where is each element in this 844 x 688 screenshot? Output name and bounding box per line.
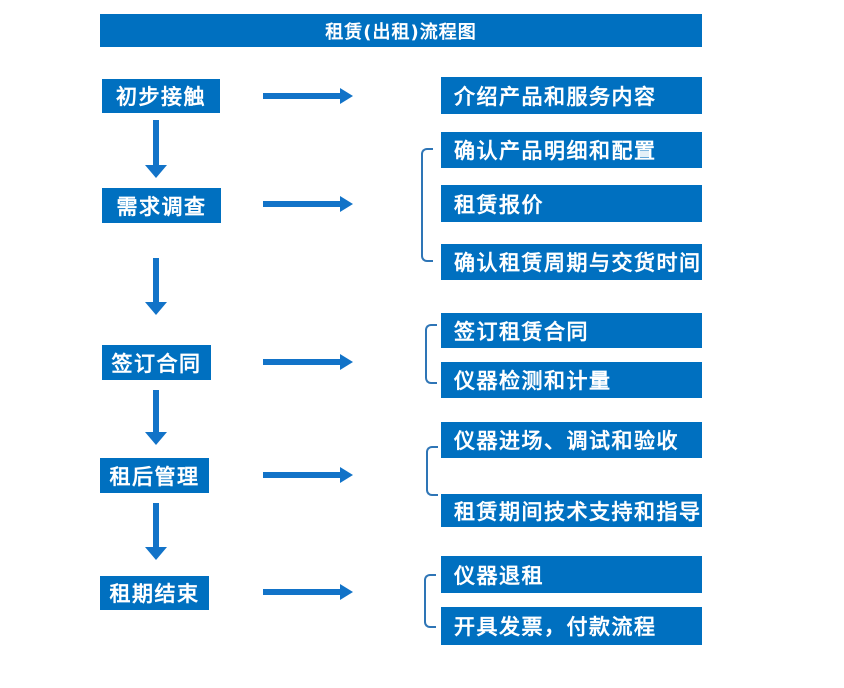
arrow-head-icon — [340, 88, 353, 104]
arrow-shaft — [153, 120, 159, 165]
detail-box-confirm-product-details: 确认产品明细和配置 — [441, 132, 702, 168]
group-bracket-rental-end — [424, 574, 436, 628]
arrow-shaft — [153, 503, 159, 547]
arrow-right-3 — [263, 354, 353, 370]
arrow-down-4 — [145, 503, 167, 560]
stage-box-rental-end: 租期结束 — [100, 576, 209, 610]
arrow-right-2 — [263, 196, 353, 212]
arrow-right-5 — [263, 584, 353, 600]
arrow-right-4 — [263, 467, 353, 483]
arrow-head-icon — [340, 354, 353, 370]
arrow-down-3 — [145, 390, 167, 445]
arrow-head-icon — [340, 196, 353, 212]
detail-box-introduce-products: 介绍产品和服务内容 — [441, 77, 702, 114]
arrow-head-icon — [145, 432, 167, 445]
stage-box-post-rental-management: 租后管理 — [100, 458, 209, 493]
arrow-head-icon — [145, 165, 167, 178]
arrow-shaft — [263, 201, 341, 207]
arrow-shaft — [263, 589, 341, 595]
detail-box-invoice-payment: 开具发票，付款流程 — [441, 607, 702, 645]
detail-box-sign-rental-contract: 签订租赁合同 — [441, 313, 702, 348]
detail-box-confirm-rental-period: 确认租赁周期与交货时间 — [441, 244, 702, 280]
arrow-shaft — [153, 390, 159, 432]
arrow-head-icon — [145, 302, 167, 315]
flowchart-title: 租赁(出租)流程图 — [100, 14, 702, 47]
arrow-shaft — [263, 93, 341, 99]
arrow-down-1 — [145, 120, 167, 178]
group-bracket-demand-survey — [421, 148, 433, 262]
detail-box-instrument-testing: 仪器检测和计量 — [441, 362, 702, 398]
stage-box-initial-contact: 初步接触 — [102, 79, 220, 113]
arrow-head-icon — [340, 467, 353, 483]
detail-box-instrument-entry: 仪器进场、调试和验收 — [441, 422, 702, 458]
arrow-right-1 — [263, 88, 353, 104]
detail-box-tech-support: 租赁期间技术支持和指导 — [441, 494, 702, 527]
detail-box-rental-quote: 租赁报价 — [441, 185, 702, 222]
arrow-down-2 — [145, 258, 167, 315]
detail-box-instrument-return: 仪器退租 — [441, 556, 702, 593]
group-bracket-post-rental — [426, 446, 438, 496]
arrow-shaft — [263, 359, 341, 365]
arrow-shaft — [263, 472, 341, 478]
arrow-head-icon — [340, 584, 353, 600]
arrow-shaft — [153, 258, 159, 302]
stage-box-sign-contract: 签订合同 — [102, 345, 211, 380]
stage-box-demand-survey: 需求调查 — [102, 188, 221, 223]
group-bracket-sign-contract — [425, 324, 437, 384]
arrow-head-icon — [145, 547, 167, 560]
